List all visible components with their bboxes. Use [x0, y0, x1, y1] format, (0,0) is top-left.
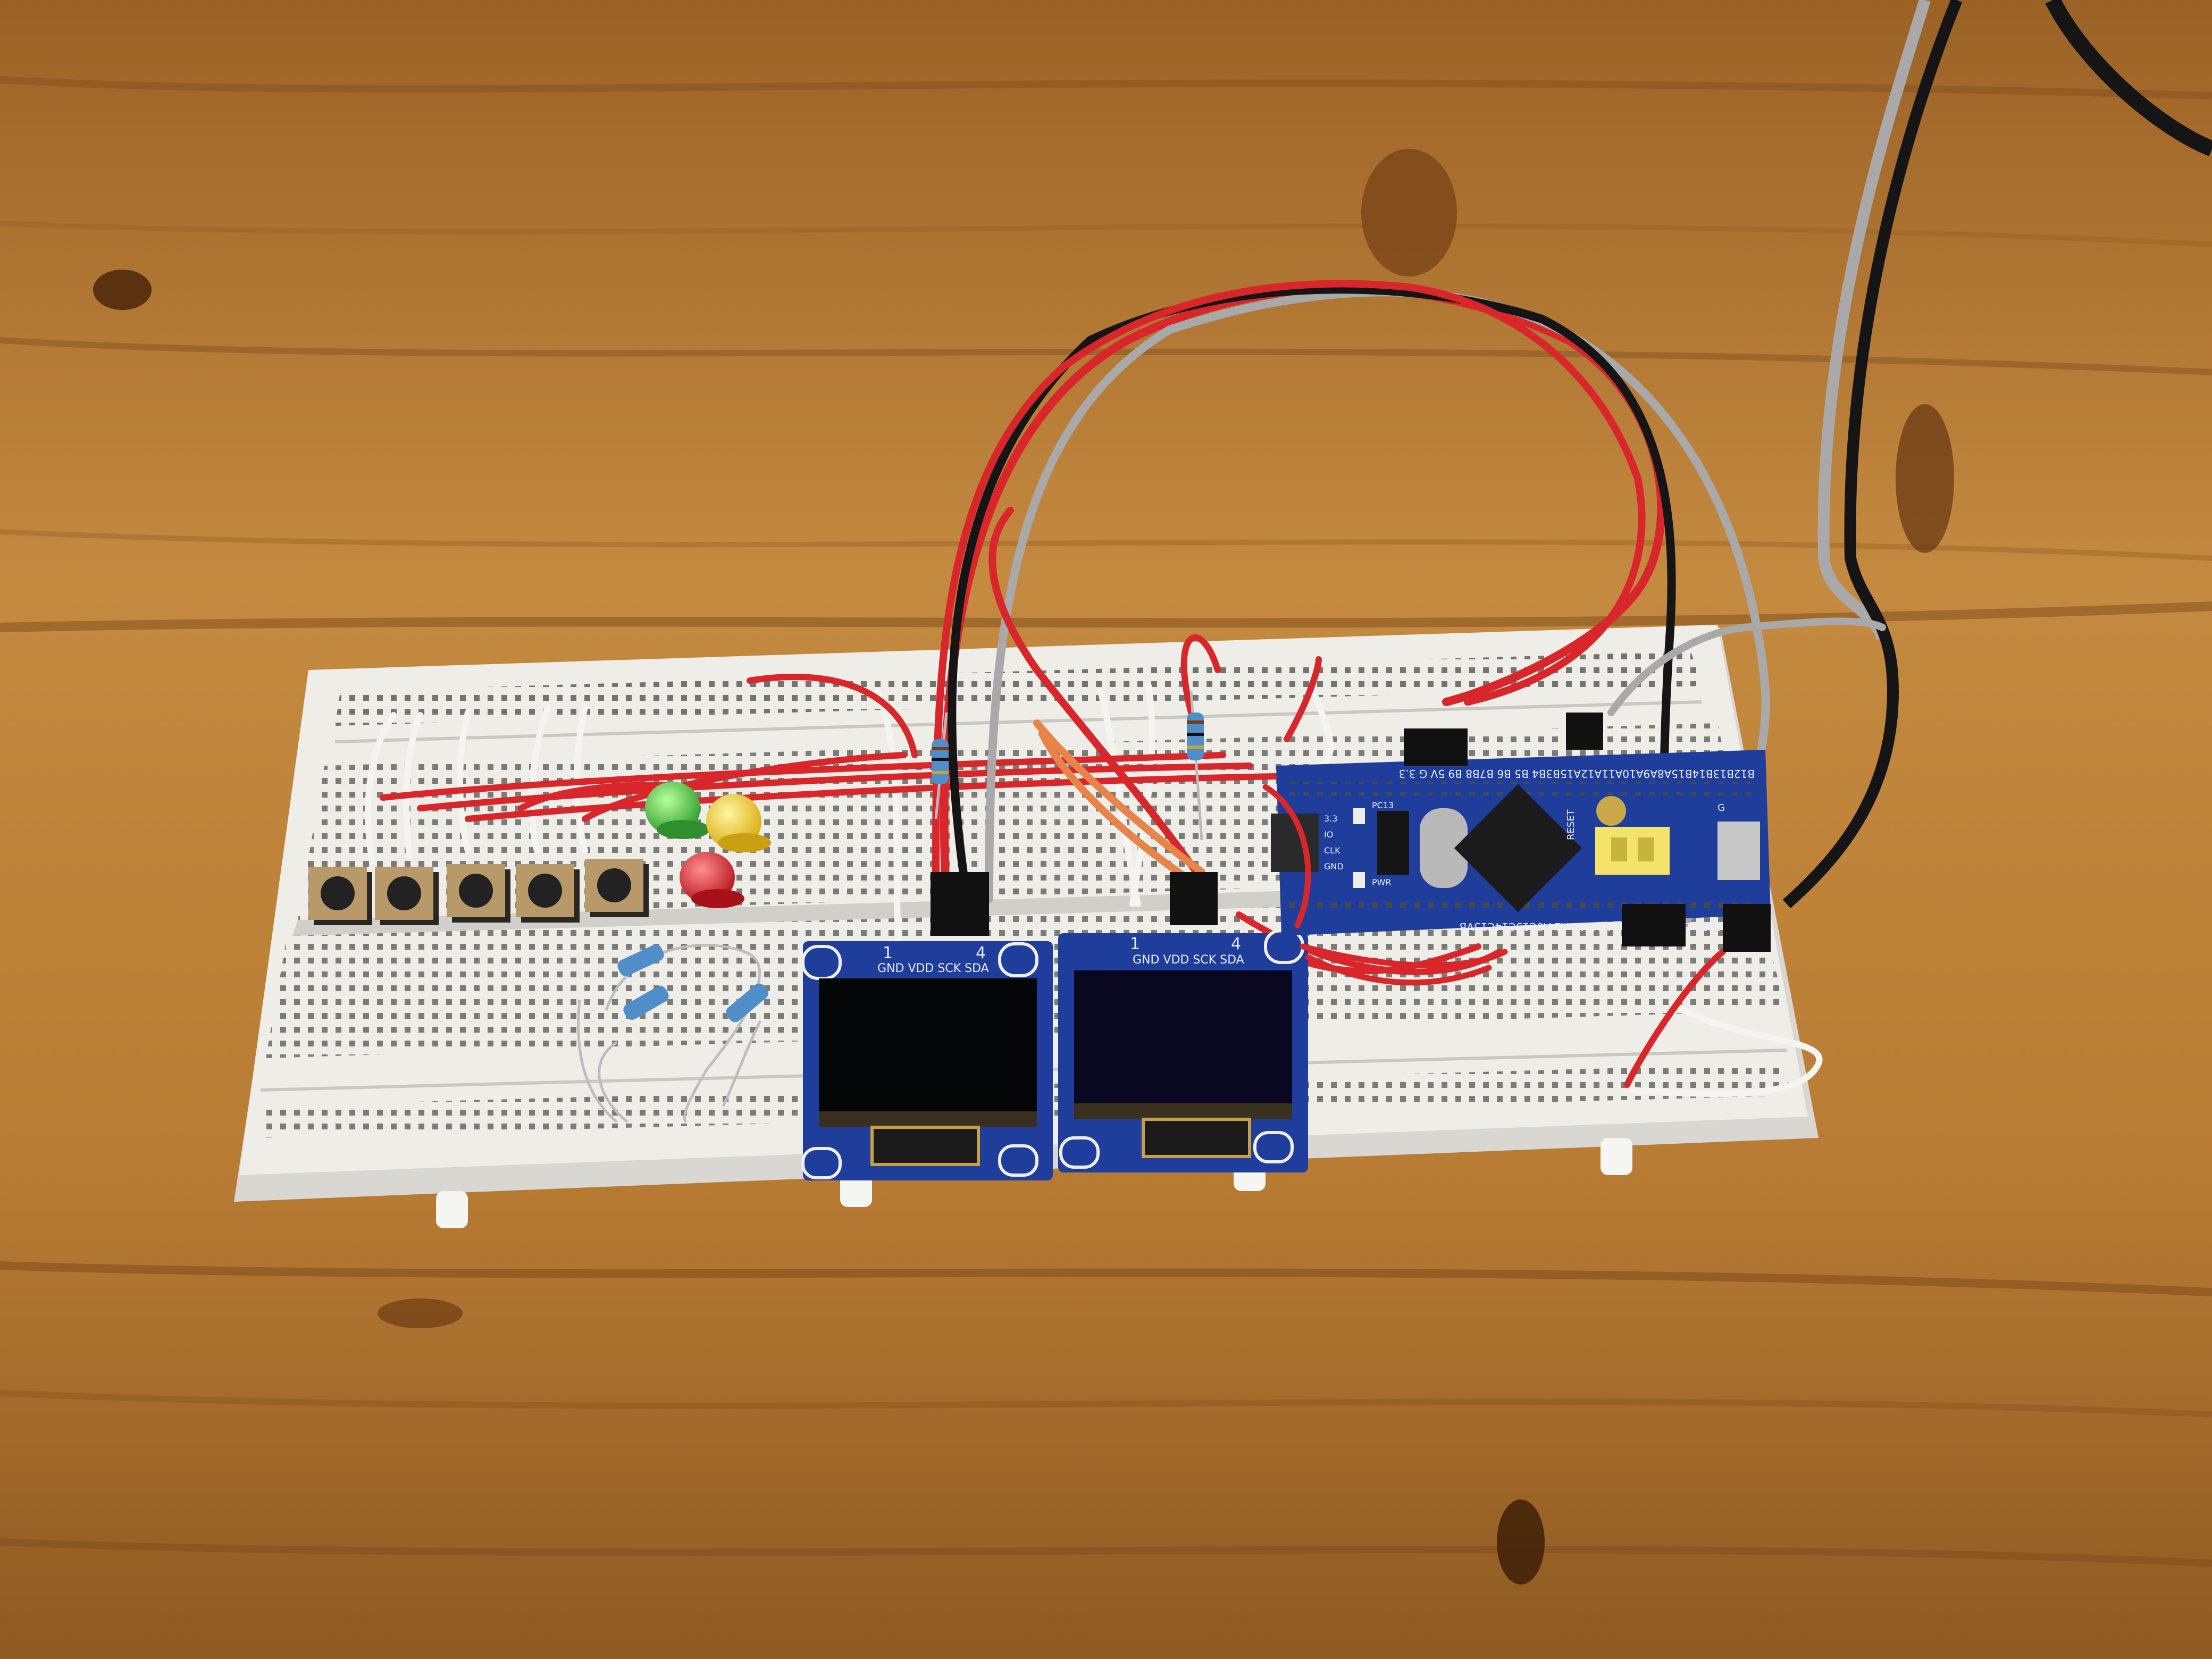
pushbutton[interactable] — [585, 859, 649, 917]
mcu-side-label: GND — [1324, 861, 1344, 872]
dupont-connector — [931, 872, 1218, 936]
resistor — [1187, 691, 1204, 841]
oled-left-screen — [819, 978, 1037, 1111]
wood-knot — [93, 270, 152, 310]
mcu-end-label: G — [1717, 802, 1725, 814]
white-jumper-wires — [365, 683, 1823, 1097]
mcu-board: B12B13B14B15A8A9A10A11A12A15B3B4 B5 B6 B… — [1271, 750, 1771, 936]
dupont-connector-group — [1404, 713, 1771, 952]
oled-left-pin-four: 4 — [976, 944, 986, 962]
mcu-side-label: CLK — [1324, 845, 1340, 856]
mcu-side-label: 3.3 — [1324, 814, 1337, 824]
mcu-pc13-label: PC13 — [1372, 800, 1394, 810]
oled-left-pin-one: 1 — [883, 944, 893, 962]
resistor — [932, 712, 949, 819]
wood-knot — [1361, 149, 1457, 276]
pushbutton[interactable] — [308, 867, 372, 925]
usb-cable — [1782, 0, 2212, 909]
oled-display-left: 1 4 GND VDD SCK SDA — [801, 941, 1053, 1180]
pushbutton-row — [308, 859, 649, 925]
resistor — [623, 986, 669, 1020]
oled-left-flex-cable — [870, 1126, 980, 1166]
pushbutton[interactable] — [375, 867, 439, 925]
resistor — [617, 944, 664, 976]
oled-right-flex-cable — [1142, 1118, 1251, 1158]
red-jumper-wires — [1262, 784, 1508, 986]
resistor — [726, 983, 768, 1023]
mcu-pwr-label: PWR — [1372, 877, 1392, 887]
wood-knot — [1497, 1499, 1545, 1585]
wood-knot — [378, 1298, 463, 1328]
oled-left-pin-labels: GND VDD SCK SDA — [877, 962, 989, 975]
pushbutton[interactable] — [516, 864, 580, 923]
microcontroller-chip — [1454, 784, 1582, 912]
led-red — [680, 852, 744, 908]
oled-right-pin-one: 1 — [1130, 935, 1140, 953]
boot-jumper-block[interactable] — [1595, 827, 1670, 875]
crystal-oscillator — [1420, 808, 1468, 888]
oled-right-pin-four: 4 — [1231, 935, 1241, 953]
arching-cables — [932, 280, 1886, 935]
oled-right-pin-labels: GND VDD SCK SDA — [1133, 953, 1244, 967]
micro-usb-port[interactable] — [1717, 822, 1760, 880]
reset-button[interactable] — [1596, 796, 1626, 826]
pushbutton[interactable] — [447, 864, 510, 923]
oled-right-screen — [1074, 970, 1292, 1103]
wood-knot — [1896, 404, 1954, 553]
oled-display-right: 1 4 GND VDD SCK SDA — [1058, 929, 1308, 1172]
led-yellow — [706, 794, 771, 852]
mcu-reset-label: RESET — [1565, 809, 1577, 840]
mcu-side-label: IO — [1324, 830, 1333, 840]
mcu-top-pin-labels: B12B13B14B15A8A9A10A11A12A15B3B4 B5 B6 B… — [1399, 767, 1755, 780]
mcu-bottom-pin-labels: B11B10B1 B0 A7 A6 A5 A4 A3 A2 A1 A0C15C1… — [1460, 920, 1749, 933]
led-green — [645, 782, 710, 839]
